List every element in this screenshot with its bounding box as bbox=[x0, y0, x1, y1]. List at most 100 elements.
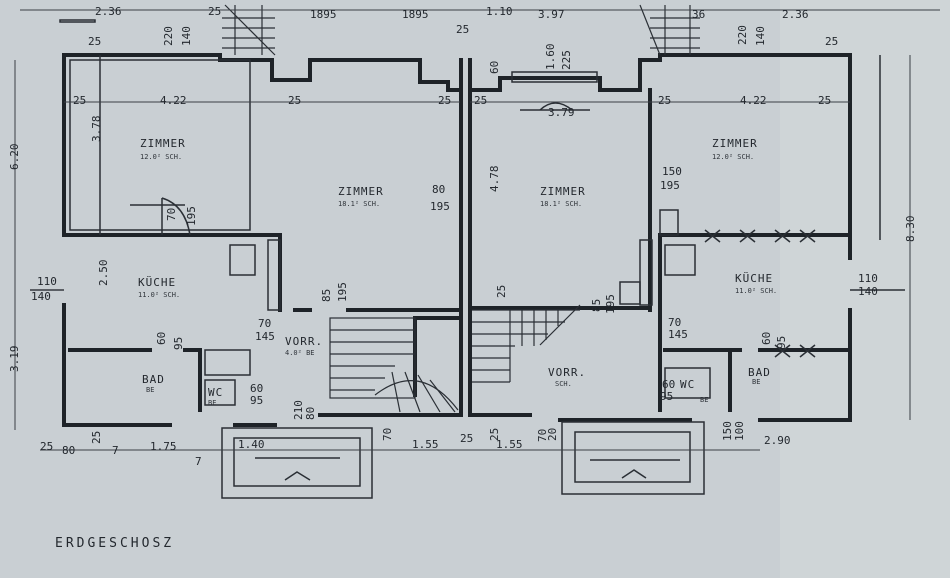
dim-label: 25 bbox=[90, 431, 103, 444]
dim-label: 195 bbox=[604, 294, 617, 314]
dim-label: 110 bbox=[37, 275, 57, 288]
room-label: KÜCHE bbox=[138, 276, 176, 289]
dim-label: 1.75 bbox=[150, 440, 177, 453]
dim-label: 25 bbox=[40, 440, 53, 453]
dim-label: 25 bbox=[438, 94, 451, 107]
dimension-lines bbox=[14, 9, 940, 451]
dim-label: 25 bbox=[456, 23, 469, 36]
dim-label: 2.36 bbox=[782, 8, 809, 21]
dim-label: 20 bbox=[546, 428, 559, 441]
room-area: 11.0² SCH. bbox=[138, 291, 180, 299]
dim-label: 3.19 bbox=[8, 346, 21, 373]
dim-label: 1.55 bbox=[496, 438, 523, 451]
dim-label: 80 bbox=[432, 183, 445, 196]
dim-label: 1895 bbox=[310, 8, 337, 21]
dim-label: 1895 bbox=[402, 8, 429, 21]
dim-label: 145 bbox=[668, 328, 688, 341]
room-label: WC bbox=[208, 386, 223, 399]
room-label: ZIMMER bbox=[140, 137, 186, 150]
dim-label: 2.36 bbox=[95, 5, 122, 18]
dim-label: 70 bbox=[258, 317, 271, 330]
dim-label: 195 bbox=[660, 179, 680, 192]
dim-label: 25 bbox=[825, 35, 838, 48]
dim-label: 2.90 bbox=[764, 434, 791, 447]
dim-label: 36 bbox=[692, 8, 705, 21]
dim-label: 25 bbox=[818, 94, 831, 107]
dim-label: 95 bbox=[660, 390, 673, 403]
dim-label: 100 bbox=[733, 421, 746, 441]
room-label: BAD bbox=[748, 366, 771, 379]
dim-label: 1.40 bbox=[238, 438, 265, 451]
dim-label: 60 bbox=[250, 382, 263, 395]
room-area: 18.1² SCH. bbox=[338, 200, 380, 208]
room-labels: ZIMMER 12.0² SCH. ZIMMER 18.1² SCH. ZIMM… bbox=[138, 137, 777, 407]
dim-label: 150 bbox=[721, 421, 734, 441]
dim-label: 140 bbox=[858, 285, 878, 298]
dim-label: 95 bbox=[775, 336, 788, 349]
paper-fold bbox=[780, 0, 950, 578]
dim-label: 145 bbox=[255, 330, 275, 343]
dim-label: 1.55 bbox=[412, 438, 439, 451]
dim-label: 140 bbox=[754, 26, 767, 46]
dim-label: 1.60 bbox=[544, 44, 557, 71]
dim-label: 80 bbox=[62, 444, 75, 457]
dim-label: 210 bbox=[292, 400, 305, 420]
drawing-title: ERDGESCHOSZ bbox=[55, 536, 174, 551]
room-label: BAD bbox=[142, 373, 165, 386]
room-area: BE bbox=[146, 386, 154, 394]
room-area: BE bbox=[208, 399, 216, 407]
room-area: 12.0² SCH. bbox=[140, 153, 182, 161]
dim-label: 25 bbox=[658, 94, 671, 107]
room-area: BE bbox=[700, 396, 708, 404]
dim-label: 70 bbox=[536, 429, 549, 442]
dim-label: 3.78 bbox=[90, 116, 103, 143]
dim-label: 195 bbox=[430, 200, 450, 213]
dim-label: 140 bbox=[180, 26, 193, 46]
dim-label: 60 bbox=[662, 378, 675, 391]
dim-label: 25 bbox=[474, 94, 487, 107]
dim-label: 25 bbox=[488, 428, 501, 441]
dim-label: 2.50 bbox=[97, 260, 110, 287]
dim-label: 4.78 bbox=[488, 166, 501, 193]
dim-label: 95 bbox=[172, 337, 185, 350]
dim-label: 7 bbox=[195, 455, 202, 468]
dim-label: 8.30 bbox=[904, 216, 917, 243]
dim-label: 3.97 bbox=[538, 8, 565, 21]
dim-label: 1.10 bbox=[486, 5, 513, 18]
dim-label: 70 bbox=[668, 316, 681, 329]
dim-label: 25 bbox=[208, 5, 221, 18]
dim-label: 60 bbox=[760, 332, 773, 345]
dim-label: 25 bbox=[495, 285, 508, 298]
room-label: VORR. bbox=[548, 366, 586, 379]
dim-label: 7 bbox=[112, 444, 119, 457]
room-label: VORR. bbox=[285, 335, 323, 348]
dim-label: 195 bbox=[185, 206, 198, 226]
room-area: 4.0² BE bbox=[285, 349, 315, 357]
dim-label: 60 bbox=[155, 332, 168, 345]
dim-label: 140 bbox=[31, 290, 51, 303]
dim-label: 225 bbox=[560, 50, 573, 70]
dimension-labels: 2.36 25 1895 1895 25 1.10 3.97 36 2.36 2… bbox=[8, 5, 917, 468]
dim-label: 25 bbox=[288, 94, 301, 107]
dim-label: 60 bbox=[488, 61, 501, 74]
dim-label: 85 bbox=[590, 299, 603, 312]
room-area: BE bbox=[752, 378, 760, 386]
room-area: 11.0² SCH. bbox=[735, 287, 777, 295]
dim-label: 195 bbox=[336, 282, 349, 302]
room-label: ZIMMER bbox=[540, 185, 586, 198]
dim-label: 25 bbox=[88, 35, 101, 48]
dim-label: 220 bbox=[736, 25, 749, 45]
dim-label: 110 bbox=[858, 272, 878, 285]
room-area: SCH. bbox=[555, 380, 572, 388]
dim-label: 25 bbox=[460, 432, 473, 445]
dim-label: 80 bbox=[304, 407, 317, 420]
dim-label: 85 bbox=[320, 289, 333, 302]
room-label: ZIMMER bbox=[712, 137, 758, 150]
dim-label: 25 bbox=[73, 94, 86, 107]
dim-label: 70 bbox=[381, 428, 394, 441]
room-area: 12.0² SCH. bbox=[712, 153, 754, 161]
dim-label: 70 bbox=[165, 208, 178, 221]
room-area: 18.1² SCH. bbox=[540, 200, 582, 208]
dim-label: 3.79 bbox=[548, 106, 575, 119]
